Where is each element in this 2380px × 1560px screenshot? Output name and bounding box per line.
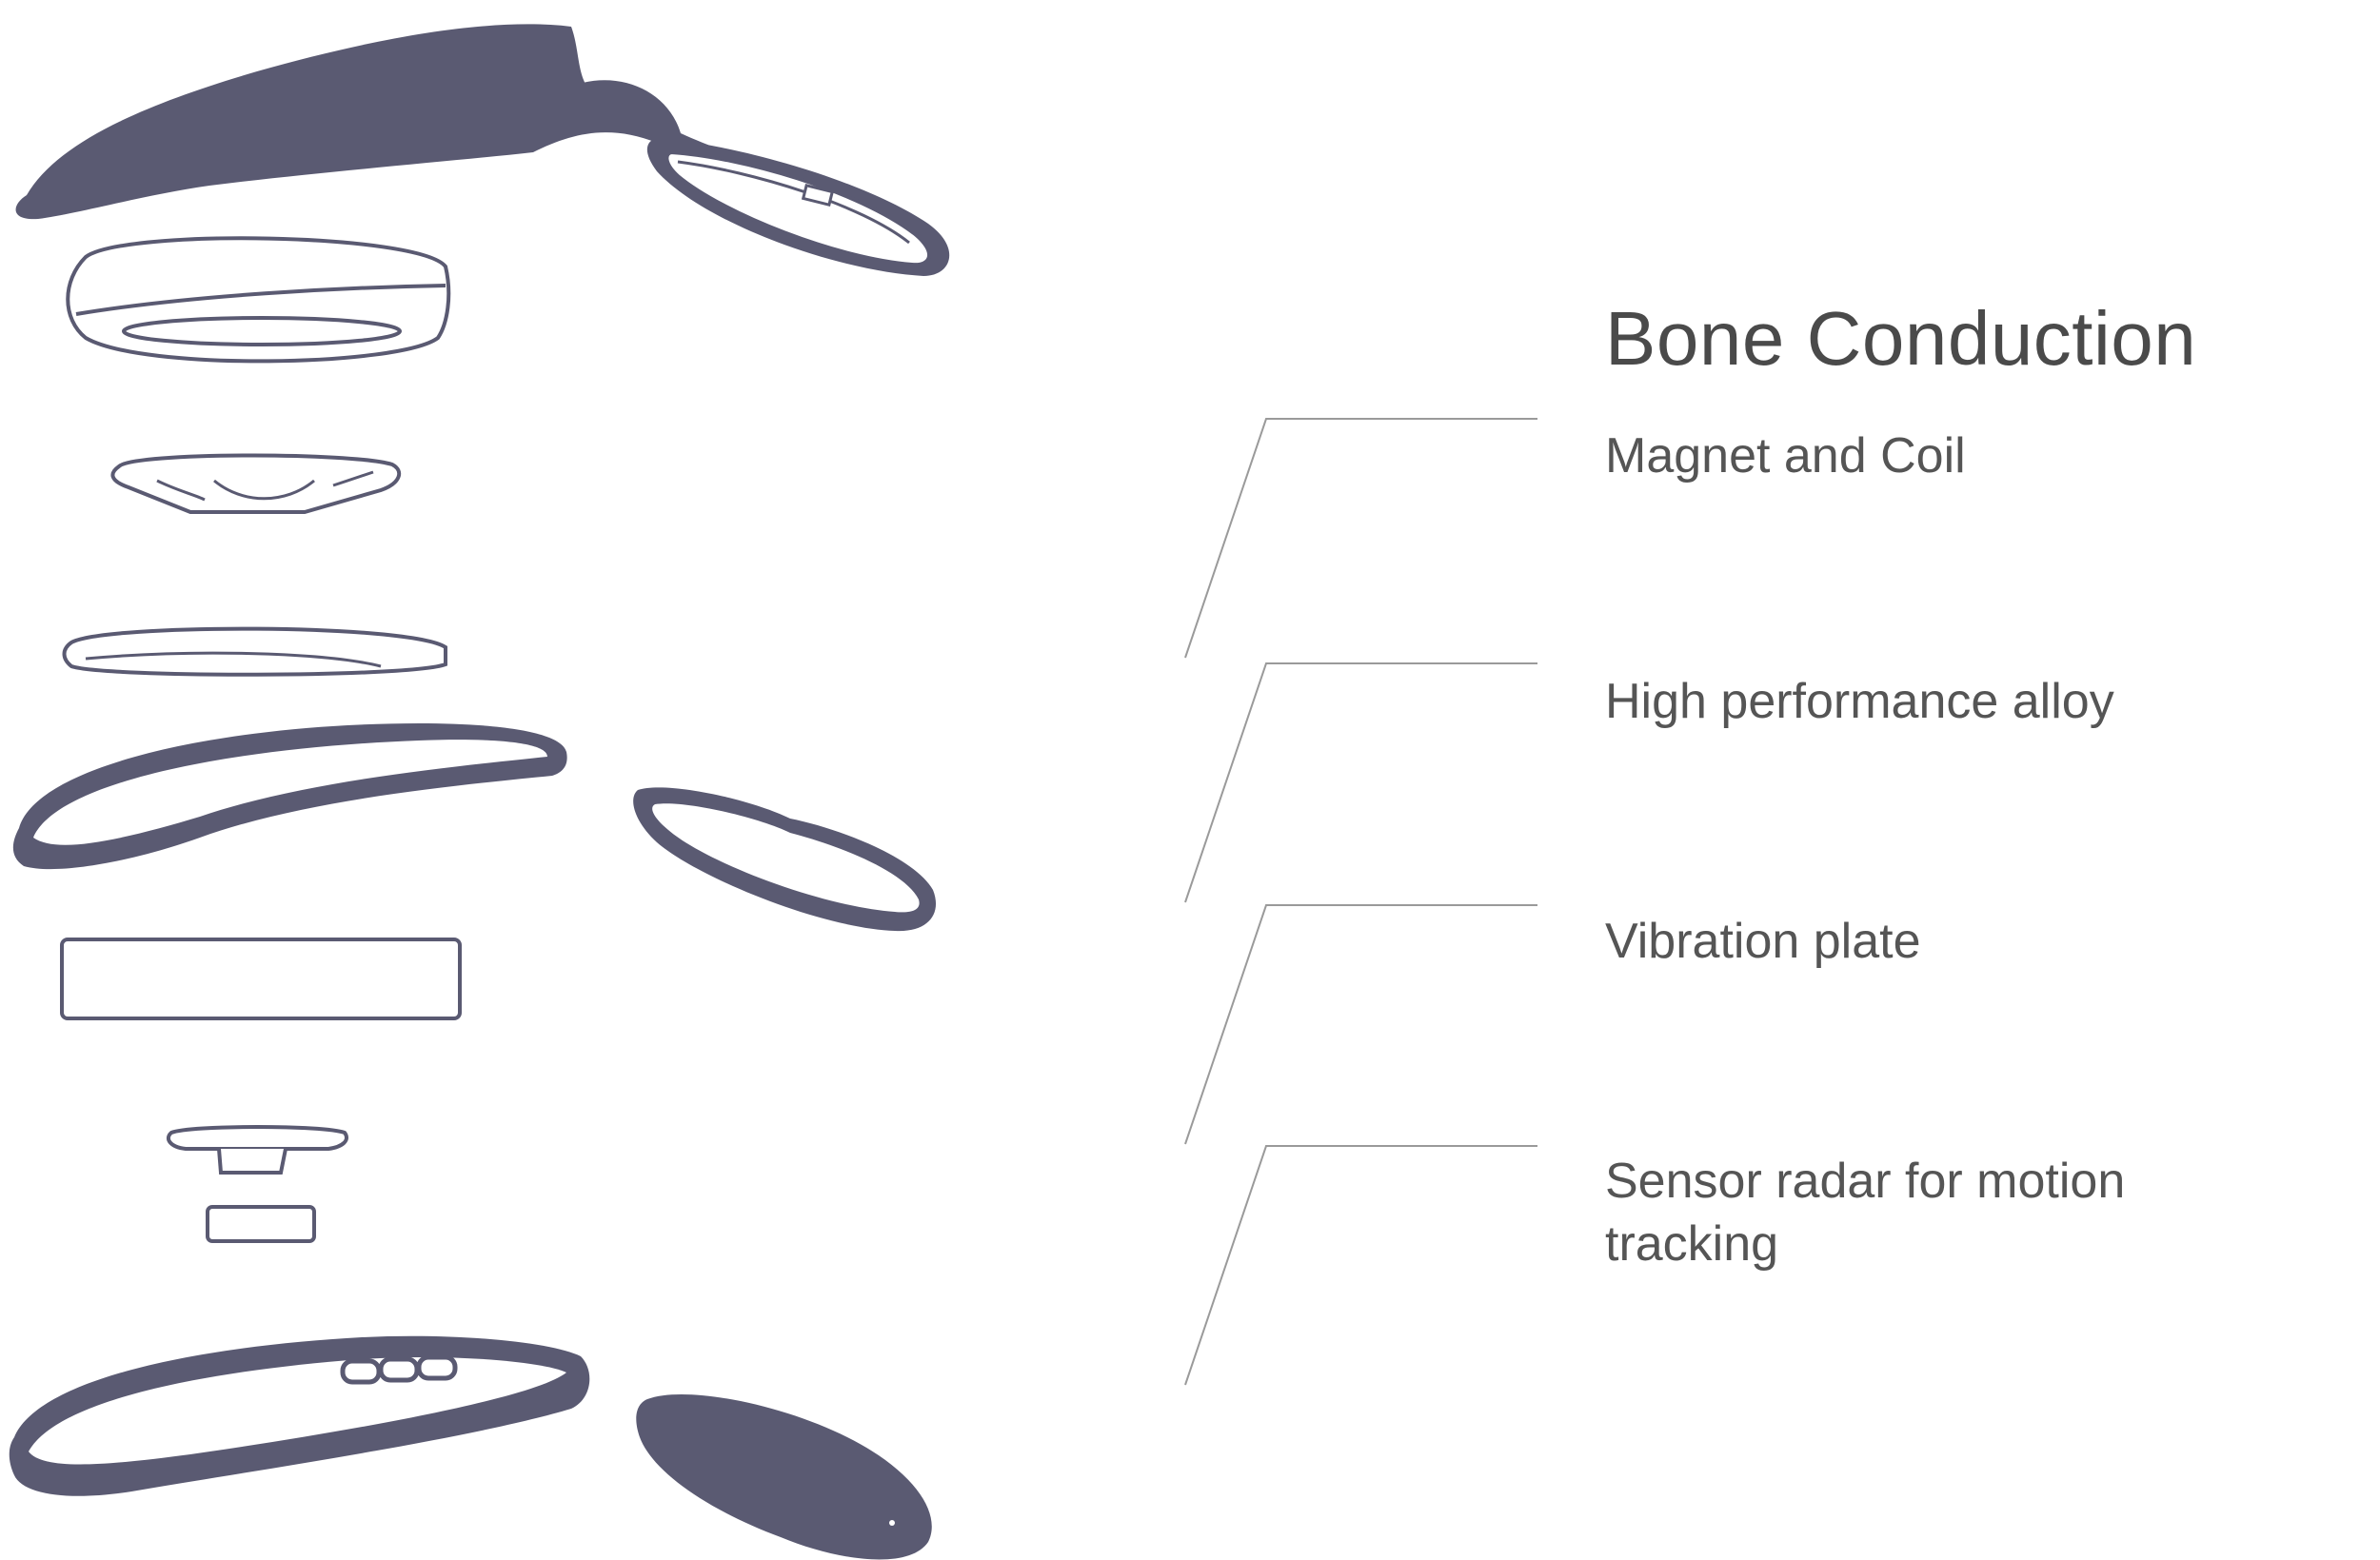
left-band-ring-inner (33, 740, 547, 845)
bottom-housing-ear-piece-dot (889, 1520, 895, 1526)
label-sensor-radar: Sensor radar for motion tracking (1605, 1154, 2126, 1272)
bottom-housing-ear-piece (636, 1393, 932, 1560)
magnet-coil-wire-left (156, 479, 206, 502)
alloy-disc-outline (62, 626, 447, 677)
sensor-radar-stem (217, 1148, 288, 1175)
sensor-radar-part (167, 1125, 348, 1243)
left-band-ring-part (12, 723, 567, 870)
sensor-radar-disc (167, 1125, 348, 1151)
leader-line-magnet-coil (1184, 418, 1537, 659)
label-vibration-plate: Vibration plate (1605, 914, 1921, 969)
right-band-ring-part (633, 787, 937, 932)
magnet-coil-part (110, 453, 402, 514)
magnet-coil-wire-right (332, 470, 374, 487)
alloy-disc-inner-line (85, 651, 382, 668)
vibration-plate-part (60, 938, 462, 1020)
leader-line-alloy (1184, 662, 1537, 903)
label-alloy: High performance alloy (1605, 674, 2114, 729)
magnet-coil-inner-curve (213, 479, 315, 501)
bottom-housing-part (9, 1335, 932, 1560)
bottom-housing-button-3 (416, 1354, 458, 1381)
ear-pad-cushion-inner-ring (122, 316, 402, 346)
top-housing-shell (15, 24, 942, 271)
top-housing-connector (801, 184, 835, 207)
bottom-housing-button-2 (378, 1356, 420, 1383)
alloy-disc-part (62, 626, 447, 677)
diagram-title: Bone Conduction (1605, 296, 2197, 381)
ear-pad-cushion-top-edge (75, 284, 446, 316)
bottom-housing-buttons (340, 1354, 458, 1385)
top-housing-part (15, 24, 950, 276)
ear-pad-cushion-part (66, 236, 451, 364)
sensor-radar-chip (206, 1205, 316, 1243)
top-housing-ear-cup-face (664, 149, 932, 267)
bottom-housing-button-1 (340, 1358, 382, 1385)
right-band-ring-inner (652, 803, 920, 913)
leader-line-vibration-plate (1184, 904, 1537, 1145)
leader-line-sensor-radar (1184, 1145, 1537, 1386)
magnet-coil-outline (110, 453, 402, 514)
bottom-housing-face (29, 1356, 566, 1465)
label-magnet-coil: Magnet and Coil (1605, 428, 1966, 484)
